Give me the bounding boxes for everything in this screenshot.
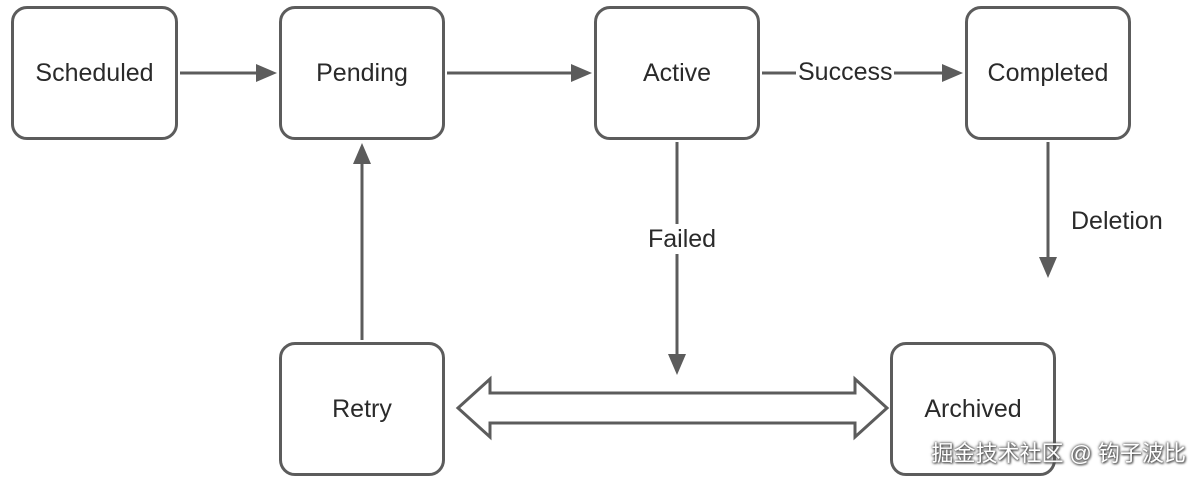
arrowhead-failed: [668, 354, 686, 375]
node-scheduled: Scheduled: [11, 6, 178, 140]
node-archived: Archived: [890, 342, 1056, 476]
node-completed-label: Completed: [987, 58, 1109, 87]
node-active-label: Active: [642, 58, 712, 87]
arrowhead-pending: [256, 64, 277, 82]
node-archived-label: Archived: [924, 394, 1022, 423]
node-completed: Completed: [965, 6, 1131, 140]
edge-label-failed: Failed: [646, 224, 719, 254]
arrowhead-deletion: [1039, 257, 1057, 278]
edge-label-success: Success: [796, 57, 895, 87]
node-retry-label: Retry: [332, 394, 392, 423]
edge-label-deletion: Deletion: [1071, 206, 1163, 236]
node-scheduled-label: Scheduled: [35, 58, 154, 87]
arrowhead-active: [571, 64, 592, 82]
double-arrow-retry-archived: [455, 375, 890, 441]
watermark: 掘金技术社区 @ 钩子波比: [931, 441, 1186, 466]
node-pending: Pending: [279, 6, 445, 140]
node-active: Active: [594, 6, 760, 140]
arrowhead-completed: [942, 64, 963, 82]
node-pending-label: Pending: [316, 58, 408, 87]
arrowhead-pending-from-retry: [353, 143, 371, 164]
node-retry: Retry: [279, 342, 445, 476]
